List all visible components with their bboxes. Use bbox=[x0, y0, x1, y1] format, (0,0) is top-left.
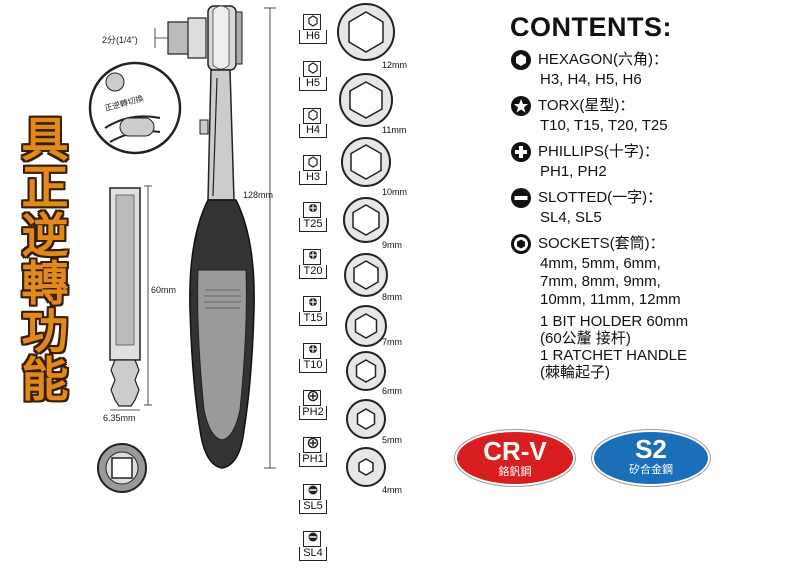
bit-label: T20 bbox=[299, 265, 327, 279]
socket-size-label: 10mm bbox=[382, 187, 408, 197]
contents-group-hexagon: HEXAGON(六角)： H3, H4, H5, H6 bbox=[510, 49, 800, 89]
title-char: 正 bbox=[21, 161, 69, 216]
socket-9mm bbox=[343, 197, 389, 243]
hexagon-icon bbox=[511, 50, 531, 70]
socket-size-label: 8mm bbox=[382, 292, 402, 302]
group-heading: PHILLIPS(十字)： bbox=[538, 143, 659, 160]
contents-title: CONTENTS: bbox=[510, 12, 672, 42]
socket-size-label: 9mm bbox=[382, 240, 402, 250]
group-items: 7mm, 8mm, 9mm, bbox=[540, 273, 661, 290]
socket-8mm bbox=[344, 253, 388, 297]
socket-5mm bbox=[346, 399, 386, 439]
title-char: 逆 bbox=[21, 209, 69, 264]
socket-size-label: 6mm bbox=[382, 386, 402, 396]
bit-label: H5 bbox=[299, 77, 327, 91]
bit-label: T10 bbox=[299, 359, 327, 373]
bit-label: T15 bbox=[299, 312, 327, 326]
holder-width-label: 6.35mm bbox=[103, 413, 136, 423]
tool-illustration bbox=[88, 5, 276, 493]
bit-hex: H5 bbox=[299, 61, 327, 101]
bit-label: PH2 bbox=[299, 406, 327, 420]
group-items: H3, H4, H5, H6 bbox=[540, 71, 642, 88]
bit-label: T25 bbox=[299, 218, 327, 232]
crv-badge: CR-V 鉻釩鋼 bbox=[455, 430, 575, 486]
extras: 1 BIT HOLDER 60mm (60公釐 接杆) 1 RATCHET HA… bbox=[510, 313, 800, 381]
torx-icon bbox=[511, 96, 531, 116]
socket-size-label: 7mm bbox=[382, 337, 402, 347]
bit-torx: T10 bbox=[299, 343, 327, 383]
extra-item: (60公釐 接杆) bbox=[540, 330, 631, 347]
socket-6mm bbox=[346, 351, 386, 391]
extra-item: 1 BIT HOLDER 60mm bbox=[540, 313, 689, 330]
group-items: PH1, PH2 bbox=[540, 163, 607, 180]
badge-main: CR-V bbox=[483, 436, 547, 466]
socket-size-label: 5mm bbox=[382, 435, 402, 445]
bit-label: PH1 bbox=[299, 453, 327, 467]
socket-size-label: 11mm bbox=[382, 125, 407, 135]
bit-phillips: PH1 bbox=[299, 437, 327, 477]
contents-group-slotted: SLOTTED(一字)： SL4, SL5 bbox=[510, 187, 800, 227]
bit-hex: H6 bbox=[299, 14, 327, 54]
title-char: 具 bbox=[21, 113, 69, 168]
badge-sub: 矽合金鋼 bbox=[629, 464, 673, 476]
bit-hex: H3 bbox=[299, 155, 327, 195]
group-heading: SOCKETS(套筒)： bbox=[538, 235, 665, 252]
group-items: SL4, SL5 bbox=[540, 209, 602, 226]
title-char: 功 bbox=[21, 305, 69, 360]
contents-group-sockets: SOCKETS(套筒)： 4mm, 5mm, 6mm, 7mm, 8mm, 9m… bbox=[510, 233, 800, 309]
badge-main: S2 bbox=[635, 434, 667, 464]
holder-length-label: 60mm bbox=[151, 285, 177, 295]
group-items: 4mm, 5mm, 6mm, bbox=[540, 255, 661, 272]
socket-size-label: 4mm bbox=[382, 485, 402, 495]
contents-panel: CONTENTS: HEXAGON(六角)： H3, H4, H5, H6 TO… bbox=[510, 12, 800, 381]
badge-sub: 鉻釩鋼 bbox=[498, 466, 532, 478]
contents-group-torx: TORX(星型)： T10, T15, T20, T25 bbox=[510, 95, 800, 135]
socket-column: 12mm 11mm 10mm 9mm 8mm 7mm 6mm 5mm 4mm bbox=[336, 0, 446, 500]
bit-tip-glyphs bbox=[307, 15, 319, 542]
socket-11mm bbox=[339, 73, 393, 127]
socket-icon bbox=[511, 234, 531, 254]
socket-4mm bbox=[346, 447, 386, 487]
s2-badge: S2 矽合金鋼 bbox=[592, 430, 710, 486]
group-heading: HEXAGON(六角)： bbox=[538, 51, 669, 68]
title-char: 轉 bbox=[21, 257, 69, 312]
socket-12mm bbox=[337, 3, 395, 61]
socket-7mm bbox=[345, 305, 387, 347]
feature-title: 具 正 逆 轉 功 能 bbox=[12, 113, 78, 408]
group-items: 10mm, 11mm, 12mm bbox=[540, 291, 681, 308]
drive-size-label: 2分(1/4") bbox=[102, 35, 138, 45]
bit-label: H6 bbox=[299, 30, 327, 44]
bit-label: H3 bbox=[299, 171, 327, 185]
socket-size-label: 12mm bbox=[382, 60, 408, 70]
extra-item: (棘輪起子) bbox=[540, 364, 610, 381]
contents-group-phillips: PHILLIPS(十字)： PH1, PH2 bbox=[510, 141, 800, 181]
bit-label: H4 bbox=[299, 124, 327, 138]
title-char: 能 bbox=[21, 353, 69, 408]
length-label: 128mm bbox=[243, 190, 274, 200]
socket-10mm bbox=[341, 137, 391, 187]
group-heading: TORX(星型)： bbox=[538, 97, 635, 114]
extra-item: 1 RATCHET HANDLE bbox=[540, 347, 687, 364]
group-heading: SLOTTED(一字)： bbox=[538, 189, 663, 206]
group-items: T10, T15, T20, T25 bbox=[540, 117, 668, 134]
phillips-icon bbox=[511, 142, 531, 162]
slotted-icon bbox=[511, 188, 531, 208]
